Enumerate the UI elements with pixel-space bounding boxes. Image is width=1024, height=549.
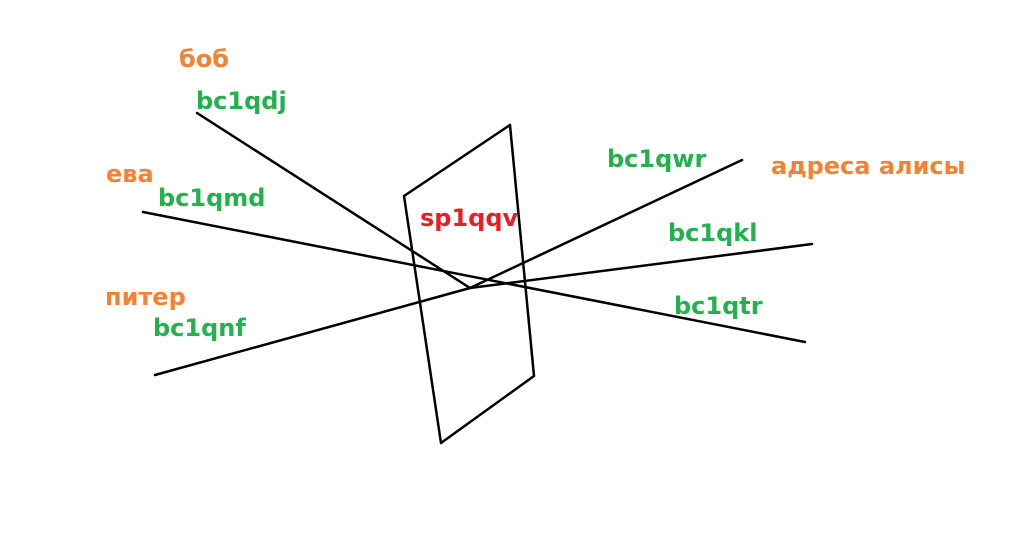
address-bob: bc1qdj [196,87,287,115]
line-piter [153,286,472,377]
outputs-owner-label: адреса алисы [771,152,966,180]
line-bob [195,111,472,290]
line-eva [141,210,807,344]
name-eva: ева [106,160,154,188]
alice-address-1: bc1qwr [607,145,707,173]
name-bob: боб [179,45,230,73]
name-piter: питер [105,283,186,311]
center-address: sp1qqv [420,204,519,232]
line-alice-wr [468,158,744,290]
alice-address-3: bc1qtr [674,292,763,320]
address-piter: bc1qnf [153,314,246,342]
address-eva: bc1qmd [158,184,266,212]
alice-address-2: bc1qkl [668,219,758,247]
mixing-plane [402,123,536,445]
line-alice-kl [468,242,814,290]
